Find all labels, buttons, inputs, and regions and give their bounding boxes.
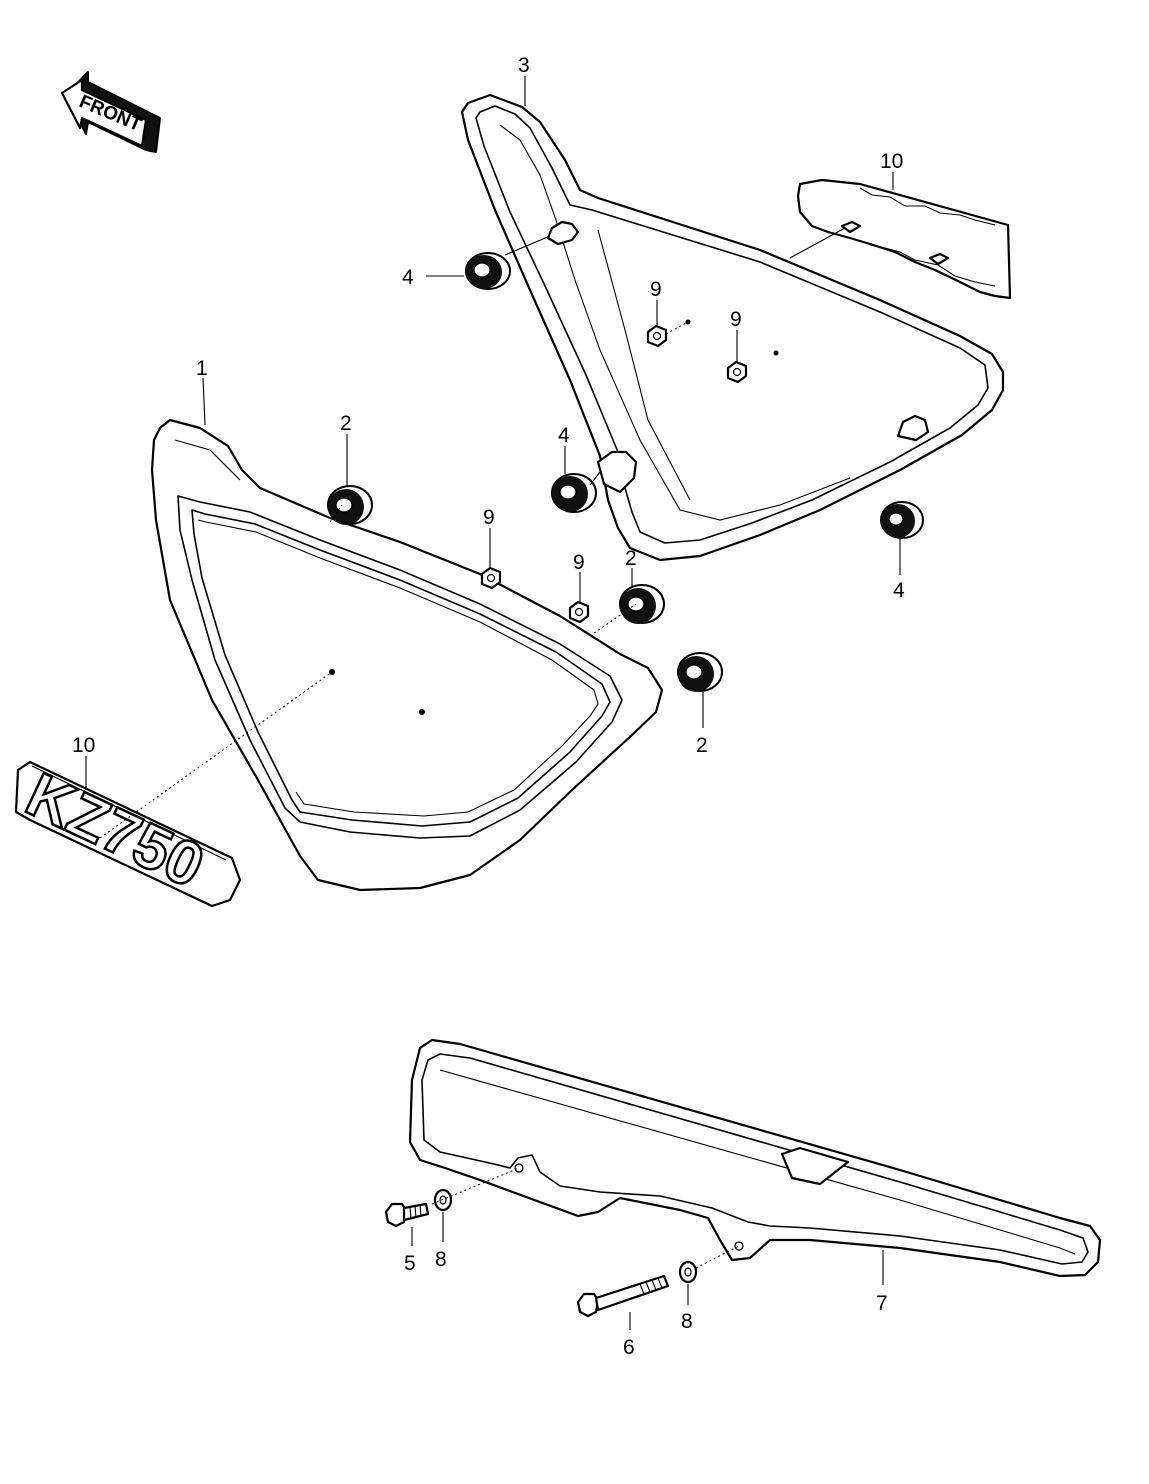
callout-10-upper: 10 <box>880 150 903 173</box>
grommet-center-upper <box>551 473 597 513</box>
bolt-short <box>384 1202 430 1228</box>
badge-text: KZ750 <box>16 760 214 901</box>
grommet-mid <box>619 584 665 624</box>
callout-1: 1 <box>196 357 208 380</box>
callout-4-center: 4 <box>558 424 570 447</box>
nut-a <box>646 324 668 348</box>
callout-4-left: 4 <box>402 266 414 289</box>
leader-lines <box>85 76 901 1330</box>
nut-b <box>726 360 748 384</box>
chain-guard <box>408 1038 1102 1278</box>
left-side-cover <box>150 418 664 892</box>
callout-labels: 1 2 2 2 3 4 4 4 5 6 7 8 8 9 9 9 9 10 10 <box>72 54 905 1359</box>
upper-emblem <box>796 178 1012 300</box>
grommet-right <box>880 501 924 539</box>
callout-9-a: 9 <box>650 278 662 301</box>
callout-9-c: 9 <box>483 506 495 529</box>
assembly-lines <box>99 321 740 1269</box>
callout-4-right: 4 <box>893 579 905 602</box>
nut-c <box>480 566 502 590</box>
bolt-long <box>576 1274 670 1318</box>
right-side-cover <box>460 93 1005 562</box>
kz750-badge: KZ750 <box>15 759 242 908</box>
grommet-left-top <box>327 485 373 525</box>
callout-2-top: 2 <box>340 412 352 435</box>
callout-10-lower: 10 <box>72 734 95 757</box>
callout-6: 6 <box>623 1336 635 1359</box>
callout-9-b: 9 <box>730 308 742 331</box>
callout-2-lower: 2 <box>696 734 708 757</box>
washer-a <box>433 1188 453 1212</box>
grommet-lower <box>677 652 723 692</box>
front-direction-arrow: FRONT <box>60 71 161 153</box>
callout-5: 5 <box>404 1252 416 1275</box>
nut-d <box>568 600 590 624</box>
callout-3: 3 <box>518 54 530 77</box>
callout-2-mid: 2 <box>625 547 637 570</box>
grommet-upper-left <box>465 252 511 290</box>
callout-7: 7 <box>876 1292 888 1315</box>
callout-8-left: 8 <box>435 1248 447 1271</box>
washer-b <box>678 1260 698 1284</box>
callout-9-d: 9 <box>573 551 585 574</box>
callout-8-right: 8 <box>681 1310 693 1333</box>
